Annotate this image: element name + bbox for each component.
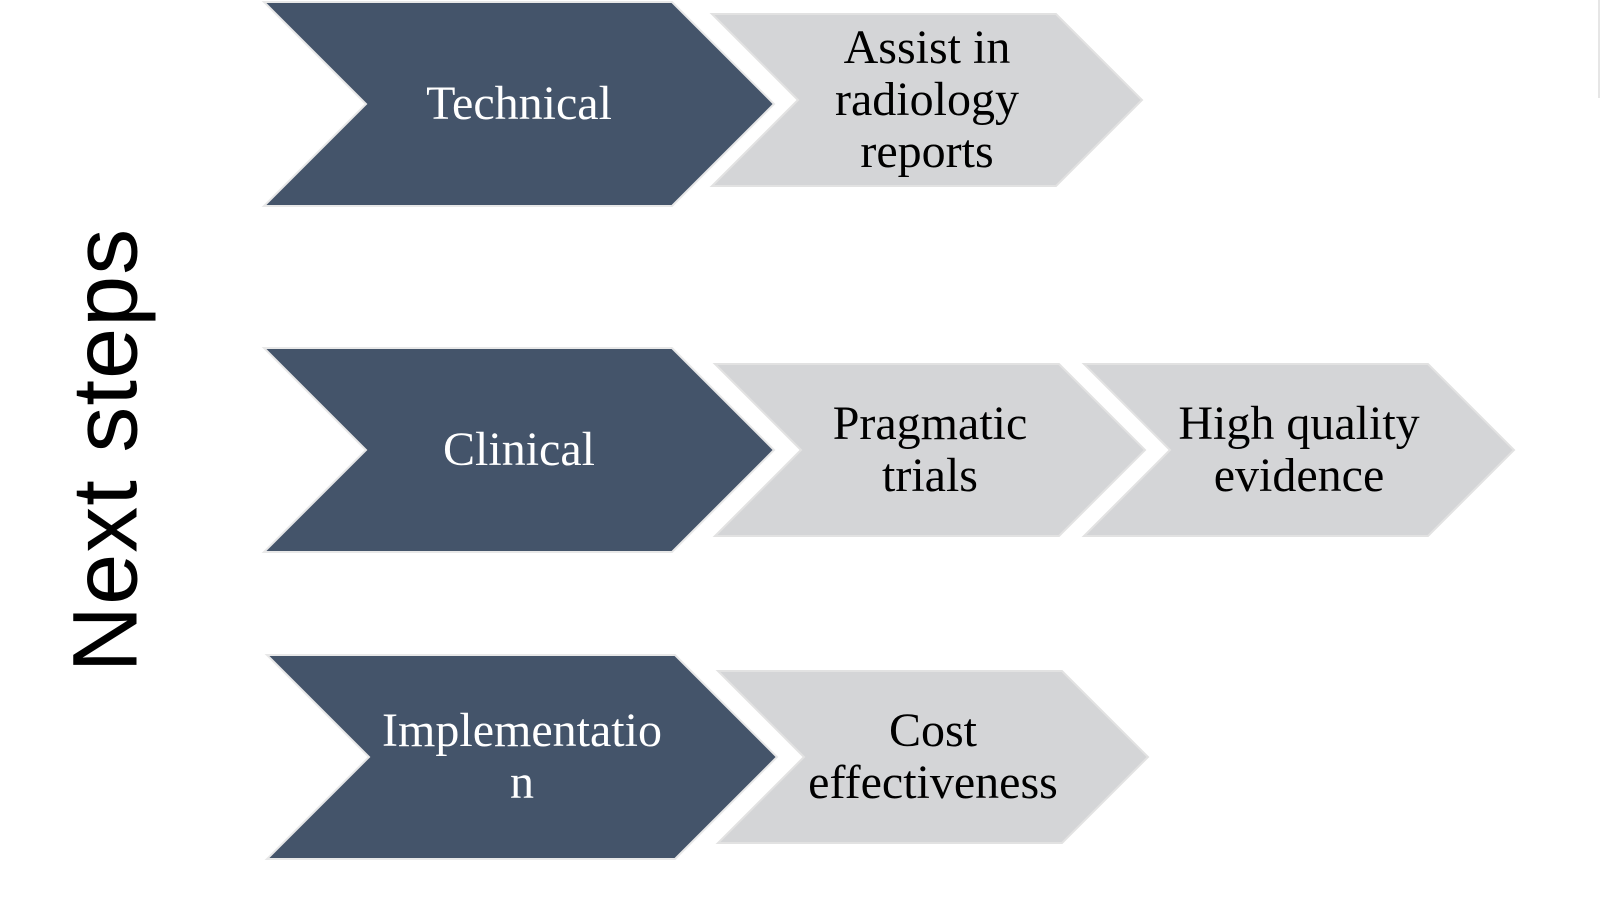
step-assist-radiology-label: Assist in radiology reports xyxy=(835,21,1019,178)
chevron-shape xyxy=(264,654,779,860)
chevron-implementation: Implementatio n xyxy=(264,654,779,860)
chevron-cost-effectiveness: Cost effectiveness xyxy=(715,670,1150,844)
chevron-shape xyxy=(709,13,1144,187)
chevron-high-quality-evidence: High quality evidence xyxy=(1081,363,1516,537)
chevron-pragmatic-trials: Pragmatic trials xyxy=(712,363,1147,537)
slide-title-text: Next steps xyxy=(54,227,156,673)
step-cost-effectiveness-label: Cost effectiveness xyxy=(808,704,1058,809)
slide-edge-line xyxy=(1598,0,1600,98)
chevron-clinical: Clinical xyxy=(261,347,776,553)
chevron-implementation-label: Implementatio n xyxy=(382,704,662,809)
chevron-clinical-label: Clinical xyxy=(443,423,595,476)
chevron-technical: Technical xyxy=(261,0,776,207)
chevron-shape xyxy=(715,670,1150,844)
chevron-shape xyxy=(1081,363,1516,537)
step-high-quality-evidence-label: High quality evidence xyxy=(1178,397,1420,502)
chevron-shape xyxy=(261,347,776,553)
slide-title: Next steps xyxy=(30,0,180,900)
chevron-technical-label: Technical xyxy=(426,77,612,130)
chevron-shape xyxy=(261,0,776,207)
step-pragmatic-trials-label: Pragmatic trials xyxy=(832,397,1028,502)
chevron-assist-radiology: Assist in radiology reports xyxy=(709,13,1144,187)
chevron-shape xyxy=(712,363,1147,537)
